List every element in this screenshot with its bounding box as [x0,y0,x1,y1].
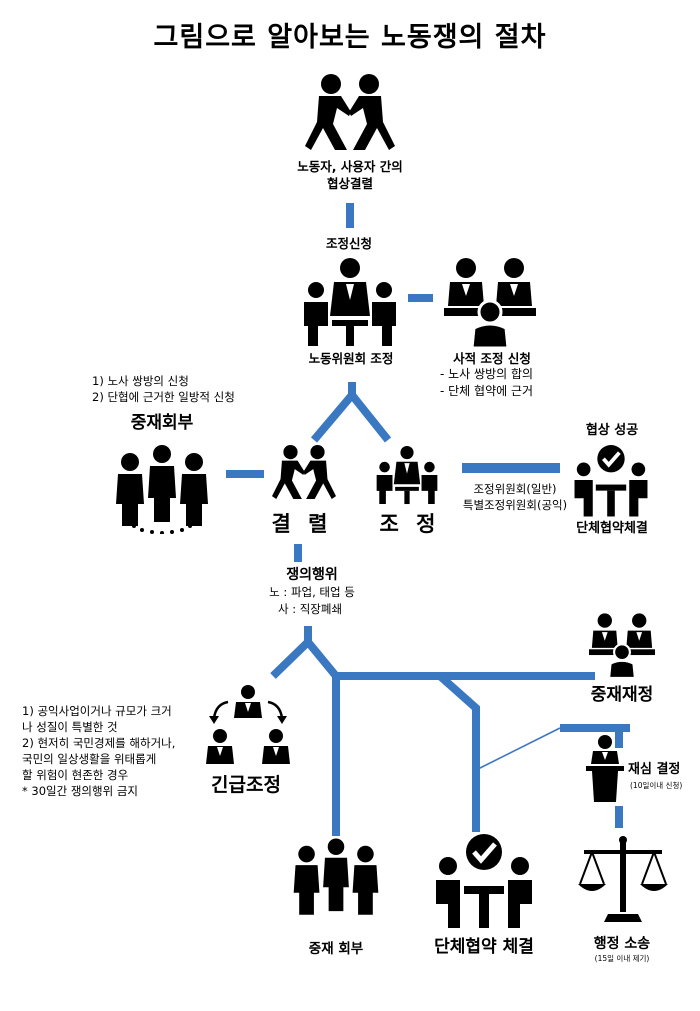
scales-icon [578,836,668,922]
mediation-request-label: 조정신청 [325,236,373,251]
emergency-condition: 1) 공익사업이거나 규모가 크거 [22,704,172,718]
negotiation-icon [305,74,395,150]
review-sub: (10일이내 신청) [630,781,683,790]
dispute-action-employer: 사 : 직장폐쇄 [277,602,343,616]
arbitration-condition-item: 2) 단협에 근거한 일방적 신청 [92,390,235,404]
arbitration-group-icon [116,445,208,534]
agreement-label: 단체협약 체결 [434,937,534,957]
emergency-label: 긴급조정 [211,774,281,796]
lawsuit-label: 행정 소송 [593,936,651,952]
mediation-label: 조 정 [379,512,441,536]
labor-committee-label: 노동위원회 조정 [308,351,394,366]
dispute-action-label: 쟁의행위 [286,567,338,583]
lawsuit-sub: (15일 이내 제기) [594,954,650,963]
arbitration-condition-item: 1) 노사 쌍방의 신청 [92,374,189,388]
private-mediation-icon [444,258,536,348]
arbitration-refer-label: 중재회부 [130,413,194,433]
breakdown-icon [272,444,336,500]
success-label: 협상 성공 [585,423,639,438]
emergency-condition: 국민의 일상생활을 위태롭게 [22,752,157,766]
committee-general: 조정위원회(일반) [473,482,557,496]
private-mediation-item: - 단체 협약에 근거 [440,384,534,398]
emergency-condition: 2) 현저히 국민경제를 해하거나, [22,736,176,750]
review-podium-icon [586,735,624,802]
emergency-adjustment-icon [206,685,290,764]
arbitration-ruling-icon [589,613,655,678]
success-agreement-label: 단체협약체결 [576,521,648,536]
committee-special: 특별조정위원회(공익) [462,498,568,512]
private-mediation-label: 사적 조정 신청 [453,351,531,366]
page-title: 그림으로 알아보는 노동쟁의 절차 [153,22,547,53]
agreement-conclusion-icon [436,834,532,928]
arbitration-refer-group-icon [293,838,379,915]
labor-committee-icon [304,258,396,346]
mediation-icon [376,445,438,505]
private-mediation-item: - 노사 쌍방의 합의 [440,367,534,381]
arbitration-ruling-label: 중재재정 [590,685,654,705]
emergency-condition: 나 성질이 특별한 것 [22,720,118,734]
arbitration-refer2-label: 중재 회부 [308,941,364,957]
dispute-action-labor: 노 : 파업, 태업 등 [269,585,355,599]
emergency-condition: 할 위험이 현존한 경우 [22,768,129,782]
emergency-condition: * 30일간 쟁의행위 금지 [22,784,138,798]
review-label: 재심 결정 [628,762,681,777]
agreement-success-icon [574,445,648,517]
negotiation-label-2: 협상결렬 [326,176,374,191]
negotiation-label-1: 노동자, 사용자 간의 [297,159,403,174]
breakdown-label: 결 렬 [271,512,333,536]
